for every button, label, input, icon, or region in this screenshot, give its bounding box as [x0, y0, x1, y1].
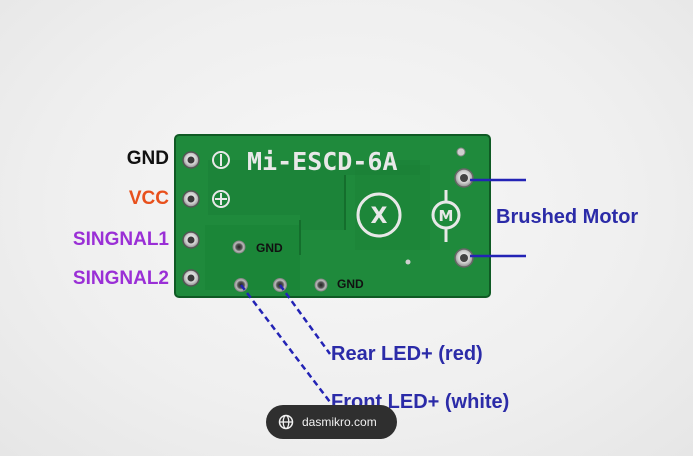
brushed-motor-label: Brushed Motor: [496, 206, 639, 228]
watermark-text: dasmikro.com: [302, 415, 377, 429]
callout-lines: [240, 178, 526, 403]
silkscreen-x-mark: X: [356, 192, 402, 238]
svg-text:X: X: [371, 204, 388, 229]
motor-pads: [454, 147, 474, 268]
pcb-board: [174, 134, 491, 298]
led-gnd-pad-top: [232, 240, 246, 254]
watermark-badge[interactable]: dasmikro.com: [266, 405, 397, 439]
globe-icon: [278, 414, 294, 430]
pin-label-gnd: GND: [126, 148, 169, 169]
pin-label-signal2: SINGNAL2: [72, 268, 169, 289]
gnd-mark-top: GND: [256, 241, 283, 255]
header-pads: [182, 151, 200, 287]
rear-led-line: [278, 284, 332, 355]
rear-led-label: Rear LED+ (red): [331, 343, 483, 365]
silkscreen-marks: [212, 151, 230, 208]
led-gnd-pad-right: [314, 278, 328, 292]
svg-text:M: M: [439, 207, 454, 225]
gnd-mark-right: GND: [337, 277, 364, 291]
pin-label-vcc: VCC: [128, 188, 169, 209]
pin-label-signal1: SINGNAL1: [72, 229, 169, 250]
silkscreen-title: Mi-ESCD-6A: [247, 147, 398, 176]
front-led-line: [240, 284, 331, 403]
motor-symbol: M: [431, 190, 461, 242]
